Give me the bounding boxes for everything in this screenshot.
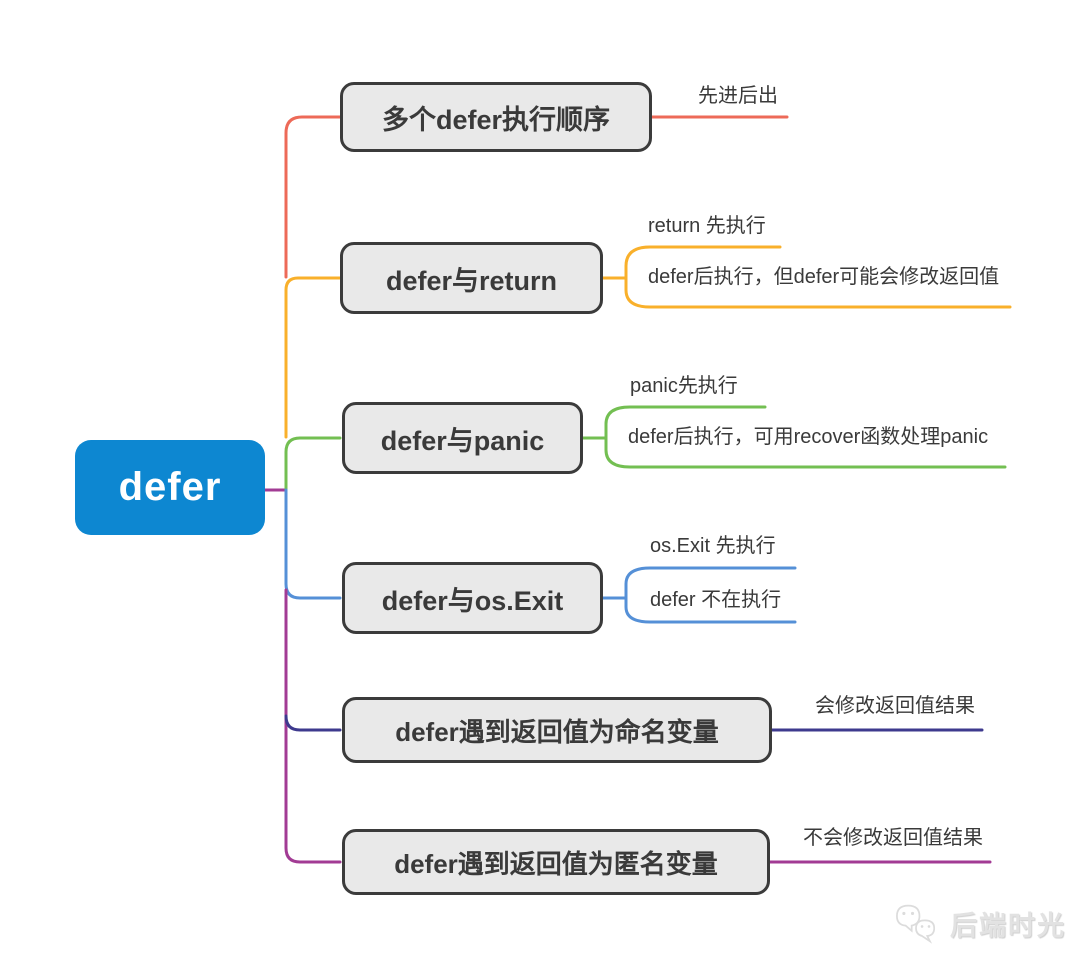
branch-6-trunk xyxy=(284,588,342,864)
topic-node-defer-named-return[interactable]: defer遇到返回值为命名变量 xyxy=(342,697,772,763)
root-node-defer[interactable]: defer xyxy=(75,440,265,535)
branch-1-connector xyxy=(284,115,342,279)
leaf-node-os-exit-first[interactable]: os.Exit 先执行 xyxy=(650,535,776,557)
leaf-node-defer-not-run[interactable]: defer 不在执行 xyxy=(650,589,782,611)
watermark-text: 后端时光 xyxy=(950,910,1066,941)
topic-node-defer-os-exit[interactable]: defer与os.Exit xyxy=(342,562,603,634)
leaf-node-modifies-return[interactable]: 会修改返回值结果 xyxy=(815,695,975,717)
leaf-node-return-first[interactable]: return 先执行 xyxy=(648,215,766,237)
topic-node-defer-panic[interactable]: defer与panic xyxy=(342,402,583,474)
branch-3-connector xyxy=(284,436,342,492)
branch-2-connector xyxy=(284,276,342,439)
topic-node-defer-order[interactable]: 多个defer执行顺序 xyxy=(340,82,652,152)
topic-node-defer-return[interactable]: defer与return xyxy=(340,242,603,314)
leaf-node-not-modifies-return[interactable]: 不会修改返回值结果 xyxy=(803,827,983,849)
topic-node-defer-anon-return[interactable]: defer遇到返回值为匿名变量 xyxy=(342,829,770,895)
leaf-node-defer-after-panic[interactable]: defer后执行，可用recover函数处理panic xyxy=(628,426,989,448)
wechat-icon xyxy=(890,900,942,946)
leaf-node-fifo[interactable]: 先进后出 xyxy=(698,85,778,107)
watermark: 后端时光 xyxy=(890,900,1066,946)
leaf-node-panic-first[interactable]: panic先执行 xyxy=(630,375,738,397)
branch-4-connector xyxy=(284,488,342,600)
branch-5-connector xyxy=(284,714,342,732)
leaf-node-defer-after-return[interactable]: defer后执行，但defer可能会修改返回值 xyxy=(648,266,1000,288)
